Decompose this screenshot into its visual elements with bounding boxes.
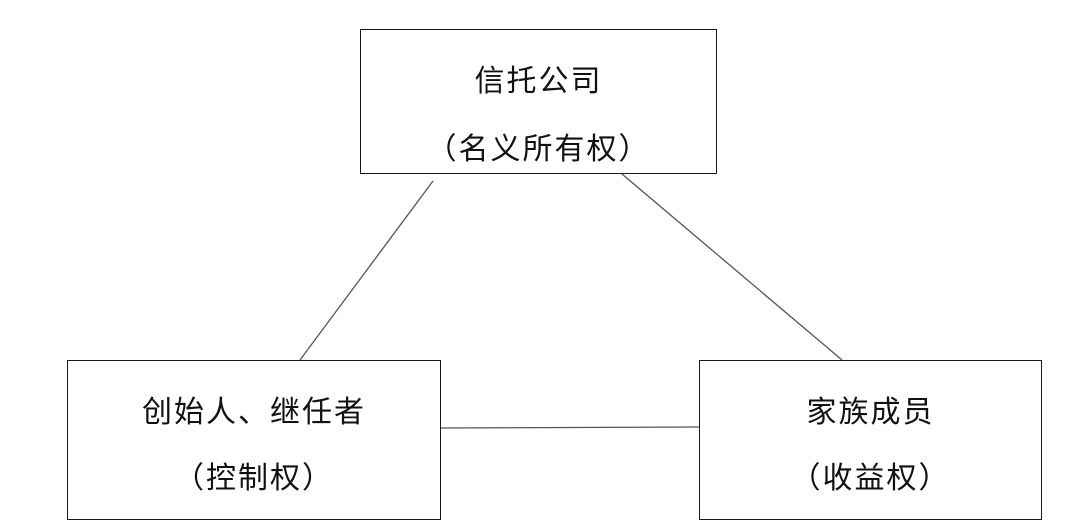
connector-lines xyxy=(299,173,843,429)
node-trust-company xyxy=(360,29,717,174)
node-family-members xyxy=(699,360,1042,520)
node-family-title: 家族成员 xyxy=(806,395,935,430)
trust-structure-diagram: 信托公司 （名义所有权） 创始人、继任者 （控制权） 家族成员 （收益权） xyxy=(67,29,1042,520)
edge-trust-family xyxy=(621,173,843,361)
node-founder-role: （控制权） xyxy=(174,461,334,496)
node-family-role: （收益权） xyxy=(790,461,951,496)
node-founder-title: 创始人、继任者 xyxy=(142,395,366,430)
edge-trust-founder xyxy=(299,180,434,361)
edge-founder-family xyxy=(440,426,700,429)
node-trust-company-role: （名义所有权） xyxy=(426,132,651,167)
node-trust-company-title: 信托公司 xyxy=(474,64,603,99)
